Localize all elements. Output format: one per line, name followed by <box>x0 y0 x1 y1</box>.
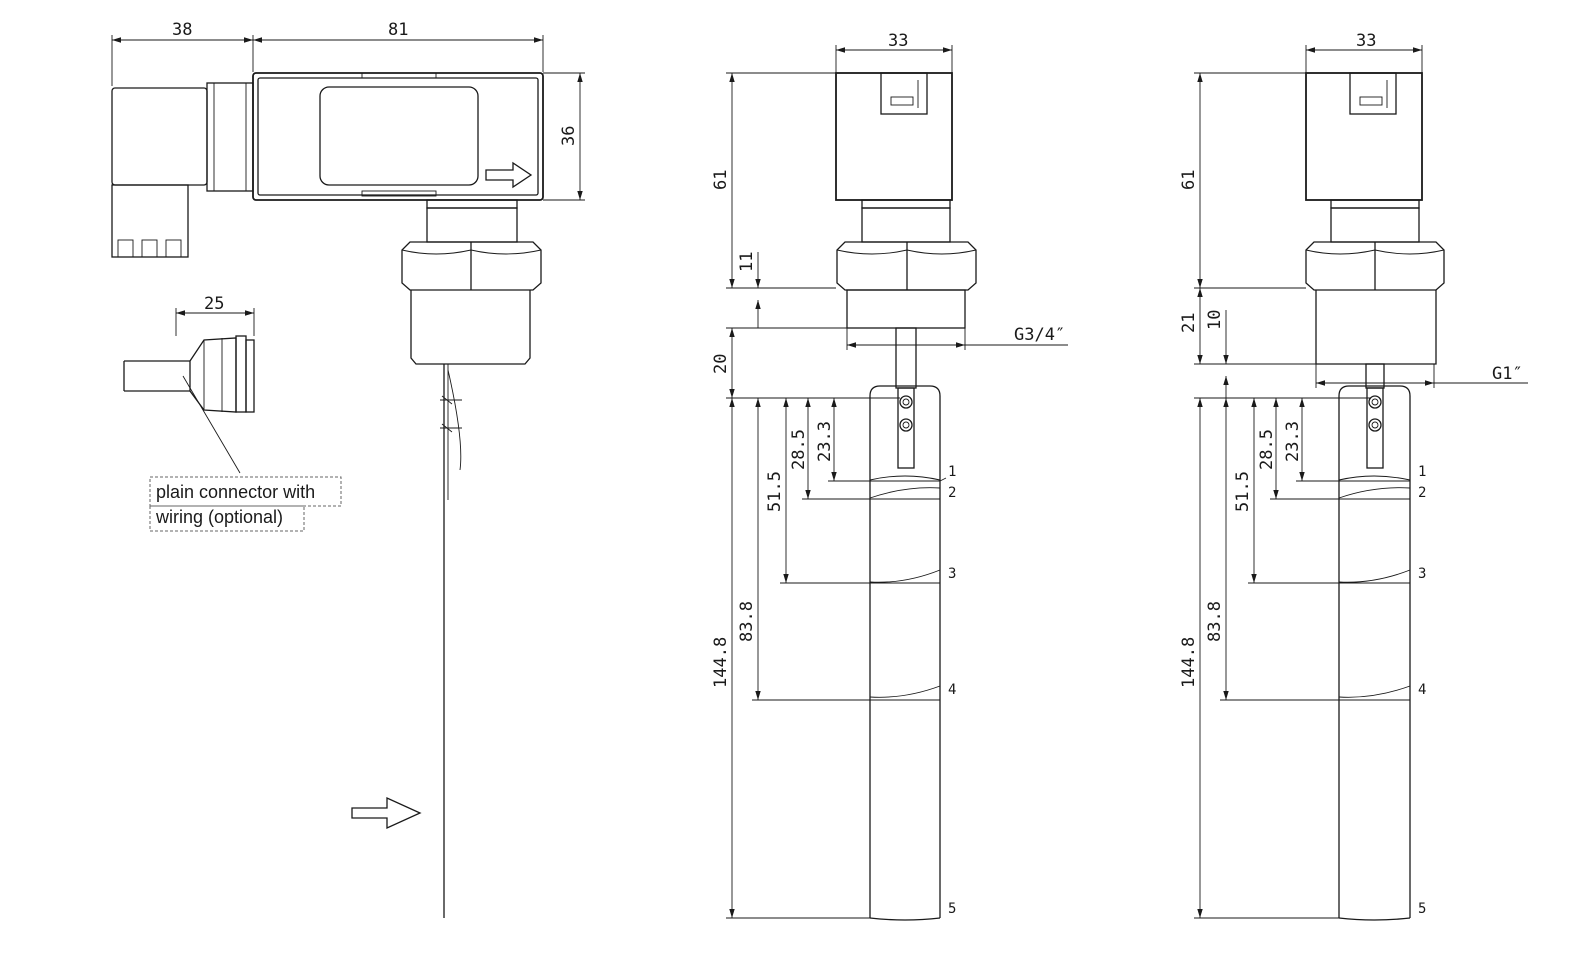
connector-housing <box>111 82 254 258</box>
head-g1 <box>1305 72 1423 201</box>
position-label-2: 2 <box>948 485 956 501</box>
position-label-5: 5 <box>948 901 956 917</box>
position-label-1: 1 <box>948 464 956 480</box>
side-view: 38 81 36 25 plain connector with wiring … <box>111 20 585 918</box>
float-tube-g34 <box>869 385 941 921</box>
position-label-3: 3 <box>948 566 956 582</box>
optional-connector-note: plain connector with wiring (optional) <box>149 476 342 532</box>
fitting-g34 <box>836 199 977 389</box>
dim-pos4: 83.8 <box>737 601 757 642</box>
dim-thread-height: 21 <box>1179 313 1199 333</box>
position-label-5: 5 <box>1418 901 1426 917</box>
dim-width: 33 <box>888 31 908 51</box>
fitting-g1 <box>1305 199 1445 389</box>
front-view-g1: 33 61 21 10 144.8 83.8 51.5 28.5 <box>1179 31 1528 921</box>
flow-arrow-icon <box>485 161 533 189</box>
note-line-1: plain connector with <box>156 482 315 502</box>
front-view-g34: 33 61 11 20 144.8 83.8 51.5 28.5 <box>711 31 1068 921</box>
dim-body-height: 36 <box>559 126 579 146</box>
dim-pos1: 23.3 <box>1283 421 1303 462</box>
position-label-4: 4 <box>948 682 956 698</box>
dim-plain-connector-length: 25 <box>204 294 224 314</box>
position-label-2: 2 <box>1418 485 1426 501</box>
note-line-2: wiring (optional) <box>155 507 283 527</box>
float-tube-g1 <box>1338 385 1411 921</box>
dim-head-height: 61 <box>711 170 731 190</box>
position-label-1: 1 <box>1418 464 1426 480</box>
paddle-vane <box>351 364 462 918</box>
dim-body-length: 81 <box>388 20 408 40</box>
process-fitting <box>401 199 542 365</box>
dim-pos2: 28.5 <box>789 429 809 470</box>
dim-connector-length: 38 <box>172 20 192 40</box>
dim-head-height: 61 <box>1179 170 1199 190</box>
thread-label: G3/4″ <box>1014 325 1065 345</box>
side-view-dimensions: 38 81 36 25 <box>111 20 585 336</box>
dim-nut-height: 11 <box>737 252 757 272</box>
plain-connector <box>123 335 255 474</box>
dim-total-length: 144.8 <box>1179 637 1199 688</box>
dim-pos2: 28.5 <box>1257 429 1277 470</box>
flow-direction-arrow-icon <box>351 796 422 830</box>
dimensions-g34: 33 61 11 20 144.8 83.8 51.5 28.5 <box>711 31 1068 919</box>
dim-thread-height: 20 <box>711 354 731 374</box>
dim-pos3: 51.5 <box>765 471 785 512</box>
dim-pos3: 51.5 <box>1233 471 1253 512</box>
thread-label: G1″ <box>1492 364 1523 384</box>
dim-pos1: 23.3 <box>815 421 835 462</box>
dim-nut-offset: 10 <box>1205 310 1225 330</box>
dimensions-g1: 33 61 21 10 144.8 83.8 51.5 28.5 <box>1179 31 1528 919</box>
dim-total-length: 144.8 <box>711 637 731 688</box>
position-label-4: 4 <box>1418 682 1426 698</box>
dim-width: 33 <box>1356 31 1376 51</box>
position-label-3: 3 <box>1418 566 1426 582</box>
switch-body <box>252 72 544 201</box>
head-g34 <box>835 72 953 201</box>
dim-pos4: 83.8 <box>1205 601 1225 642</box>
